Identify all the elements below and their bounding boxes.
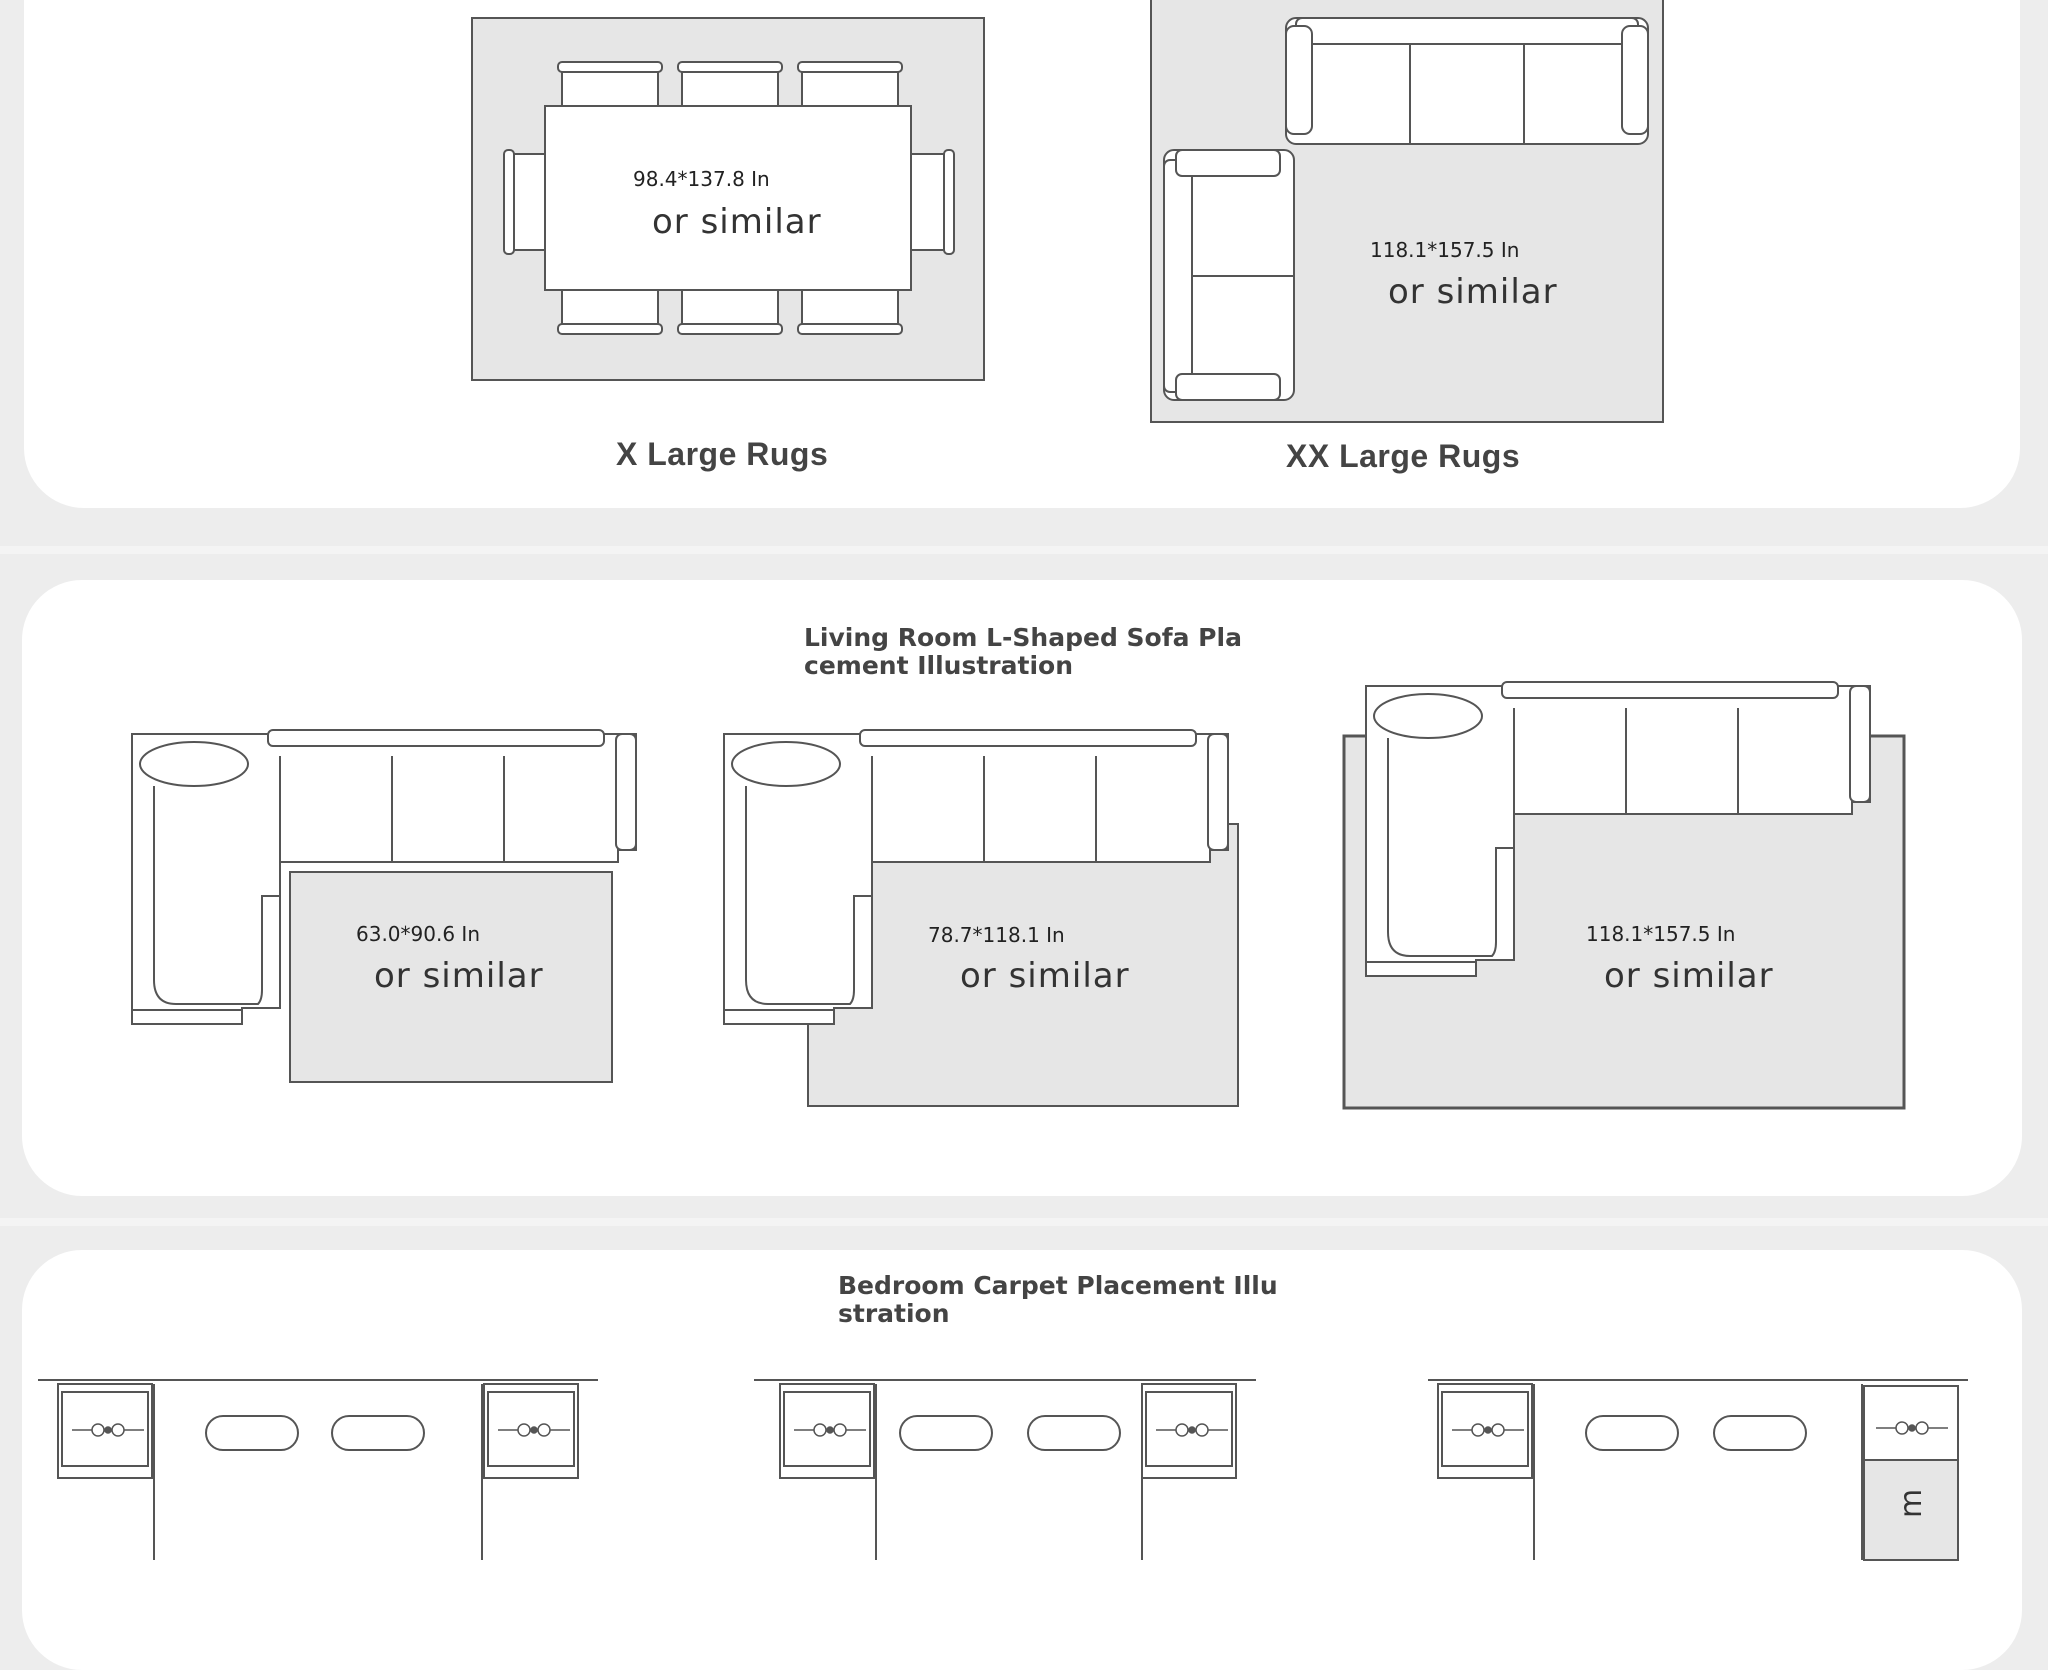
rug-large-note: or similar	[1604, 956, 1774, 996]
x-large-rug-note: or similar	[652, 202, 822, 242]
bedroom-title: Bedroom Carpet Placement Illustration	[838, 1271, 1278, 1328]
rug-medium-note: or similar	[960, 956, 1130, 996]
bedroom-scene-3	[1428, 1379, 1968, 1561]
bedroom-scene-2	[754, 1379, 1256, 1560]
xx-large-rug-size: 118.1*157.5 In	[1370, 238, 1520, 262]
l-sofa-scene-2	[723, 729, 1239, 1107]
rug-medium-size: 78.7*118.1 In	[928, 923, 1065, 947]
armchair	[1163, 149, 1295, 401]
living-room-illustrations	[131, 681, 1906, 1110]
top-rug-panel	[24, 0, 2020, 508]
panel-divider	[0, 1218, 2048, 1226]
rug-small-note: or similar	[374, 956, 544, 996]
top-rug-illustrations	[471, 0, 1664, 423]
rug-large-size: 118.1*157.5 In	[1586, 922, 1736, 946]
xx-large-rugs-caption: XX Large Rugs	[1286, 438, 1521, 474]
x-large-rugs-caption: X Large Rugs	[616, 436, 829, 472]
living-room-title: Living Room L-Shaped Sofa Placement Illu…	[804, 623, 1242, 680]
bedroom-illustrations	[38, 1379, 1968, 1561]
partial-rug-text: m	[1894, 1487, 1929, 1518]
l-sofa-scene-1	[131, 729, 637, 1083]
dining-table	[544, 105, 912, 291]
dining-chairs-bottom	[557, 283, 903, 335]
straight-sofa	[1285, 17, 1649, 145]
x-large-rug-size: 98.4*137.8 In	[633, 167, 770, 191]
panel-divider	[0, 546, 2048, 554]
dining-chairs-sides	[503, 149, 955, 255]
rug-small	[289, 871, 613, 1083]
bedroom-scene-1	[38, 1379, 598, 1560]
rug-medium	[807, 823, 1239, 1107]
drawer-handle-icon	[72, 1421, 1948, 1437]
xx-large-rug-note: or similar	[1388, 272, 1558, 312]
l-sofa-scene-3	[1342, 681, 1906, 1110]
rug-small-size: 63.0*90.6 In	[356, 922, 480, 946]
